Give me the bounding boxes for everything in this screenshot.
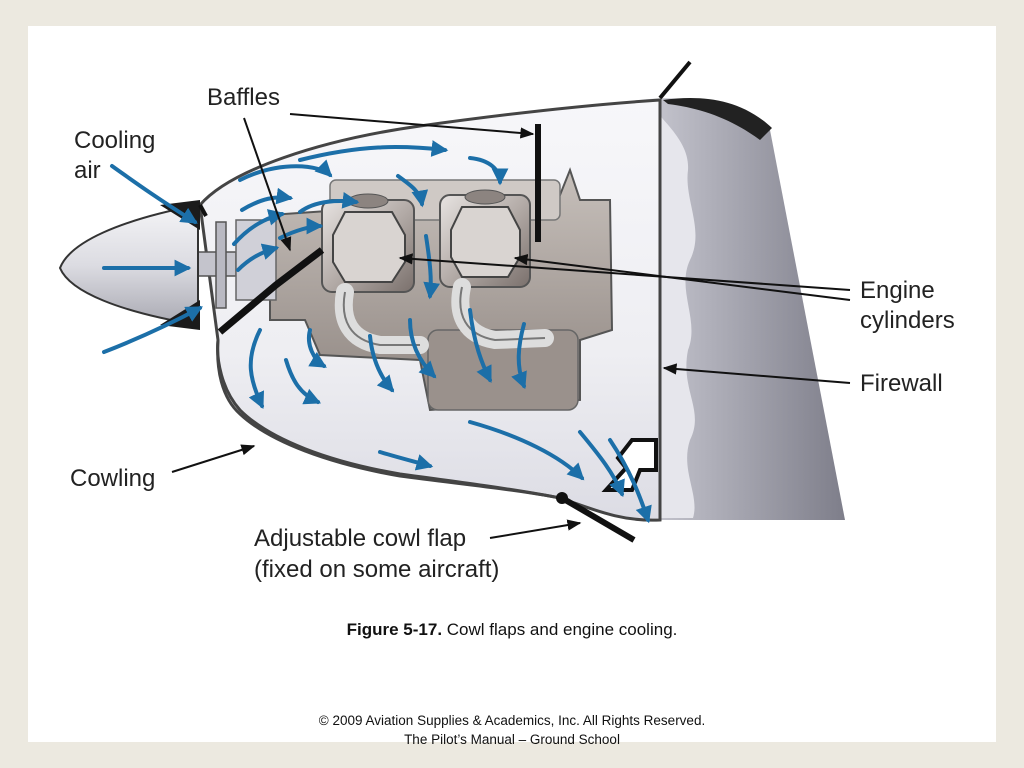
label-engine-cylinders-line1: Engine (860, 277, 935, 304)
leader-arrows (171, 113, 851, 539)
cylinder-front (321, 193, 429, 354)
footer-book-title: The Pilot’s Manual – Ground School (404, 732, 620, 747)
figure-caption: Figure 5-17. Cowl flaps and engine cooli… (0, 620, 1024, 640)
figure-caption-text: Cowl flaps and engine cooling. (442, 620, 678, 639)
fuselage (640, 60, 845, 520)
baffles (198, 124, 541, 335)
label-firewall: Firewall (860, 370, 943, 397)
label-engine-cylinders-line2: cylinders (860, 307, 955, 334)
label-cowl-flap-line2: (fixed on some aircraft) (254, 556, 499, 583)
footer-copyright: © 2009 Aviation Supplies & Academics, In… (318, 713, 706, 728)
airflow-arrows (102, 140, 652, 524)
spinner (58, 200, 200, 330)
label-cooling-air-line1: Cooling (74, 127, 155, 154)
cylinder-rear (439, 189, 554, 350)
label-cooling-air-line2: air (74, 157, 101, 184)
label-cowl-flap-line1: Adjustable cowl flap (254, 525, 466, 552)
figure-number: Figure 5-17. (346, 620, 443, 639)
label-baffles: Baffles (207, 84, 280, 111)
label-cowling: Cowling (70, 465, 155, 492)
